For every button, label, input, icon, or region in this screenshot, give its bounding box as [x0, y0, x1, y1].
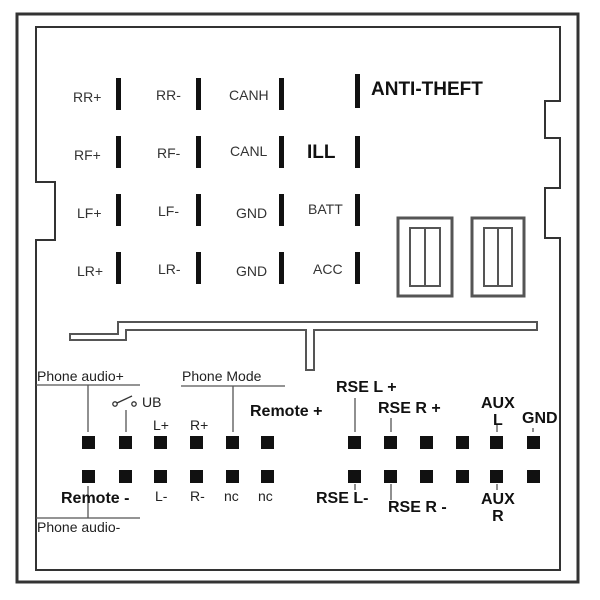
pin-bar [196, 78, 201, 110]
pin-remote-plus [261, 436, 274, 449]
pin-bar [279, 136, 284, 168]
pin-phone-audio-plus [82, 436, 95, 449]
pin-nc-1 [226, 470, 239, 483]
label-remote-plus: Remote + [250, 403, 323, 420]
label-canl: CANL [230, 143, 268, 159]
label-l-plus: L+ [153, 417, 169, 433]
pin-blank-4 [456, 470, 469, 483]
label-canh: CANH [229, 87, 269, 103]
label-batt: BATT [308, 201, 343, 217]
label-phone-audio-plus: Phone audio+ [37, 368, 124, 384]
pin-rse-r-plus [384, 436, 397, 449]
label-rse-l-minus: RSE L- [316, 490, 369, 507]
label-gnd-1: GND [236, 205, 268, 221]
pin-bar [355, 194, 360, 226]
label-rr-plus: RR+ [73, 89, 102, 105]
leader-lines [36, 384, 534, 519]
pin-bar [116, 136, 121, 168]
label-acc: ACC [313, 261, 343, 277]
divider-line [69, 321, 538, 371]
label-rse-l-plus: RSE L + [336, 379, 397, 396]
pin-bar [116, 194, 121, 226]
label-anti-theft: ANTI-THEFT [371, 79, 483, 100]
label-nc-1: nc [224, 488, 239, 504]
pin-rse-r-minus [384, 470, 397, 483]
pin-bar [279, 78, 284, 110]
pin-blank-3 [420, 470, 433, 483]
label-r-plus: R+ [190, 417, 209, 433]
pin-l-plus [154, 436, 167, 449]
pin-bar [279, 252, 284, 284]
pin-bar [196, 252, 201, 284]
label-r-minus: R- [190, 488, 205, 504]
label-lr-minus: LR- [158, 261, 181, 277]
pin-aux-l [490, 436, 503, 449]
label-phone-audio-minus: Phone audio- [37, 519, 121, 535]
label-l-minus: L- [155, 488, 168, 504]
label-aux-l: AUX L [481, 395, 515, 429]
label-phone-mode: Phone Mode [182, 368, 262, 384]
pin-aux-r [490, 470, 503, 483]
label-lf-minus: LF- [158, 203, 179, 219]
pin-bar [355, 74, 360, 108]
pin-blank-5 [527, 470, 540, 483]
label-ub: UB [142, 394, 162, 410]
pin-l-minus [154, 470, 167, 483]
label-gnd-2: GND [236, 263, 268, 279]
label-nc-2: nc [258, 488, 273, 504]
latch-left [396, 216, 454, 298]
pin-bar [116, 252, 121, 284]
pin-blank-1 [420, 436, 433, 449]
switch-icon [112, 395, 137, 407]
pin-r-minus [190, 470, 203, 483]
label-aux-r: AUX R [481, 491, 515, 525]
pin-gnd [527, 436, 540, 449]
latch-right [470, 216, 526, 298]
pin-bar [196, 136, 201, 168]
label-rf-minus: RF- [157, 145, 181, 161]
connector-housing [15, 12, 580, 584]
pin-nc-2 [261, 470, 274, 483]
label-rse-r-plus: RSE R + [378, 400, 441, 417]
label-remote-minus: Remote - [61, 490, 130, 507]
pin-rse-l-plus [348, 436, 361, 449]
label-lr-plus: LR+ [77, 263, 104, 279]
connector-inner-border [35, 26, 561, 571]
label-gnd-lower: GND [522, 410, 558, 427]
pin-phone-mode [226, 436, 239, 449]
pin-bar [355, 252, 360, 284]
pin-bar [116, 78, 121, 110]
label-ill: ILL [307, 142, 336, 163]
label-rf-plus: RF+ [74, 147, 101, 163]
upper-pins [116, 74, 360, 284]
pin-bar [279, 194, 284, 226]
pin-rse-l-minus [348, 470, 361, 483]
pin-blank-2 [456, 436, 469, 449]
pin-bar [196, 194, 201, 226]
pin-remote-minus [119, 470, 132, 483]
pin-bar [355, 136, 360, 168]
pin-r-plus [190, 436, 203, 449]
label-rse-r-minus: RSE R - [388, 499, 447, 516]
pin-phone-audio-minus [82, 470, 95, 483]
pin-ub [119, 436, 132, 449]
label-lf-plus: LF+ [77, 205, 102, 221]
label-rr-minus: RR- [156, 87, 181, 103]
